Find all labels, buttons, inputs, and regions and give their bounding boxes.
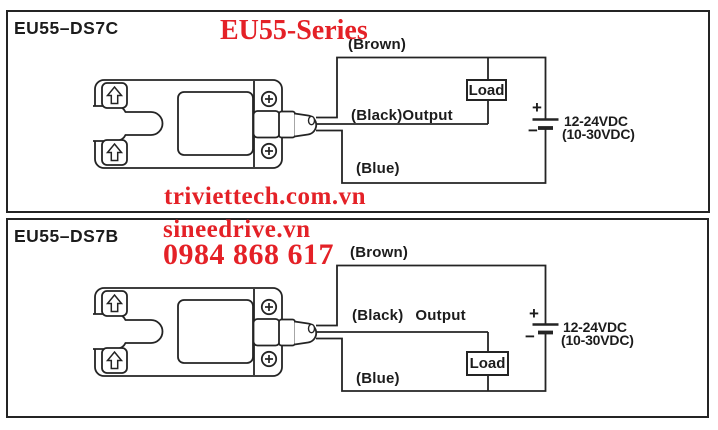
- wire-label-blue: (Blue): [356, 370, 400, 387]
- sensor-graphic-ds7c: [92, 79, 318, 169]
- load-box: Load: [466, 351, 509, 376]
- panel-eu55-ds7c: [6, 10, 710, 213]
- wire-brown: [316, 264, 547, 327]
- circuit-ds7b: [316, 264, 559, 392]
- model-title-ds7b: EU55–DS7B: [14, 226, 119, 246]
- watermark-website-1: triviettech.com.vn: [164, 183, 366, 210]
- watermark-website-2: sineedrive.vn: [163, 216, 311, 243]
- wire-label-black-output: (Black)Output: [351, 107, 453, 124]
- watermark-phone-number: 0984 868 617: [163, 238, 334, 271]
- battery-minus-sign: −: [528, 121, 538, 140]
- wire-label-brown: (Brown): [348, 36, 407, 53]
- sensor-graphic-ds7b: [92, 287, 318, 377]
- voltage-label: 12-24VDC: [563, 319, 627, 335]
- voltage-range-label: (10-30VDC): [561, 332, 634, 348]
- wire-label-black-output: (Black) Output: [352, 308, 466, 323]
- wire-brown: [316, 56, 547, 119]
- battery-plus-sign: +: [532, 98, 542, 117]
- load-box: Load: [466, 79, 507, 101]
- panel-eu55-ds7b: [6, 218, 709, 418]
- wire-blue: [316, 128, 547, 184]
- voltage-label: 12-24VDC: [564, 113, 628, 129]
- watermark-series-title: EU55-Series: [220, 15, 368, 46]
- battery-minus-sign: −: [525, 327, 535, 346]
- circuit-ds7c: [316, 56, 559, 184]
- model-title-ds7c: EU55–DS7C: [14, 18, 119, 38]
- wire-label-brown: (Brown): [350, 244, 409, 261]
- battery-icon: [532, 323, 559, 335]
- wire-label-output: Output: [415, 307, 466, 324]
- wire-blue: [316, 333, 547, 392]
- wire-label-blue: (Blue): [356, 160, 400, 177]
- battery-icon: [532, 118, 559, 130]
- voltage-range-label: (10-30VDC): [562, 126, 635, 142]
- wire-label-black: (Black): [352, 307, 404, 324]
- battery-plus-sign: +: [529, 304, 539, 323]
